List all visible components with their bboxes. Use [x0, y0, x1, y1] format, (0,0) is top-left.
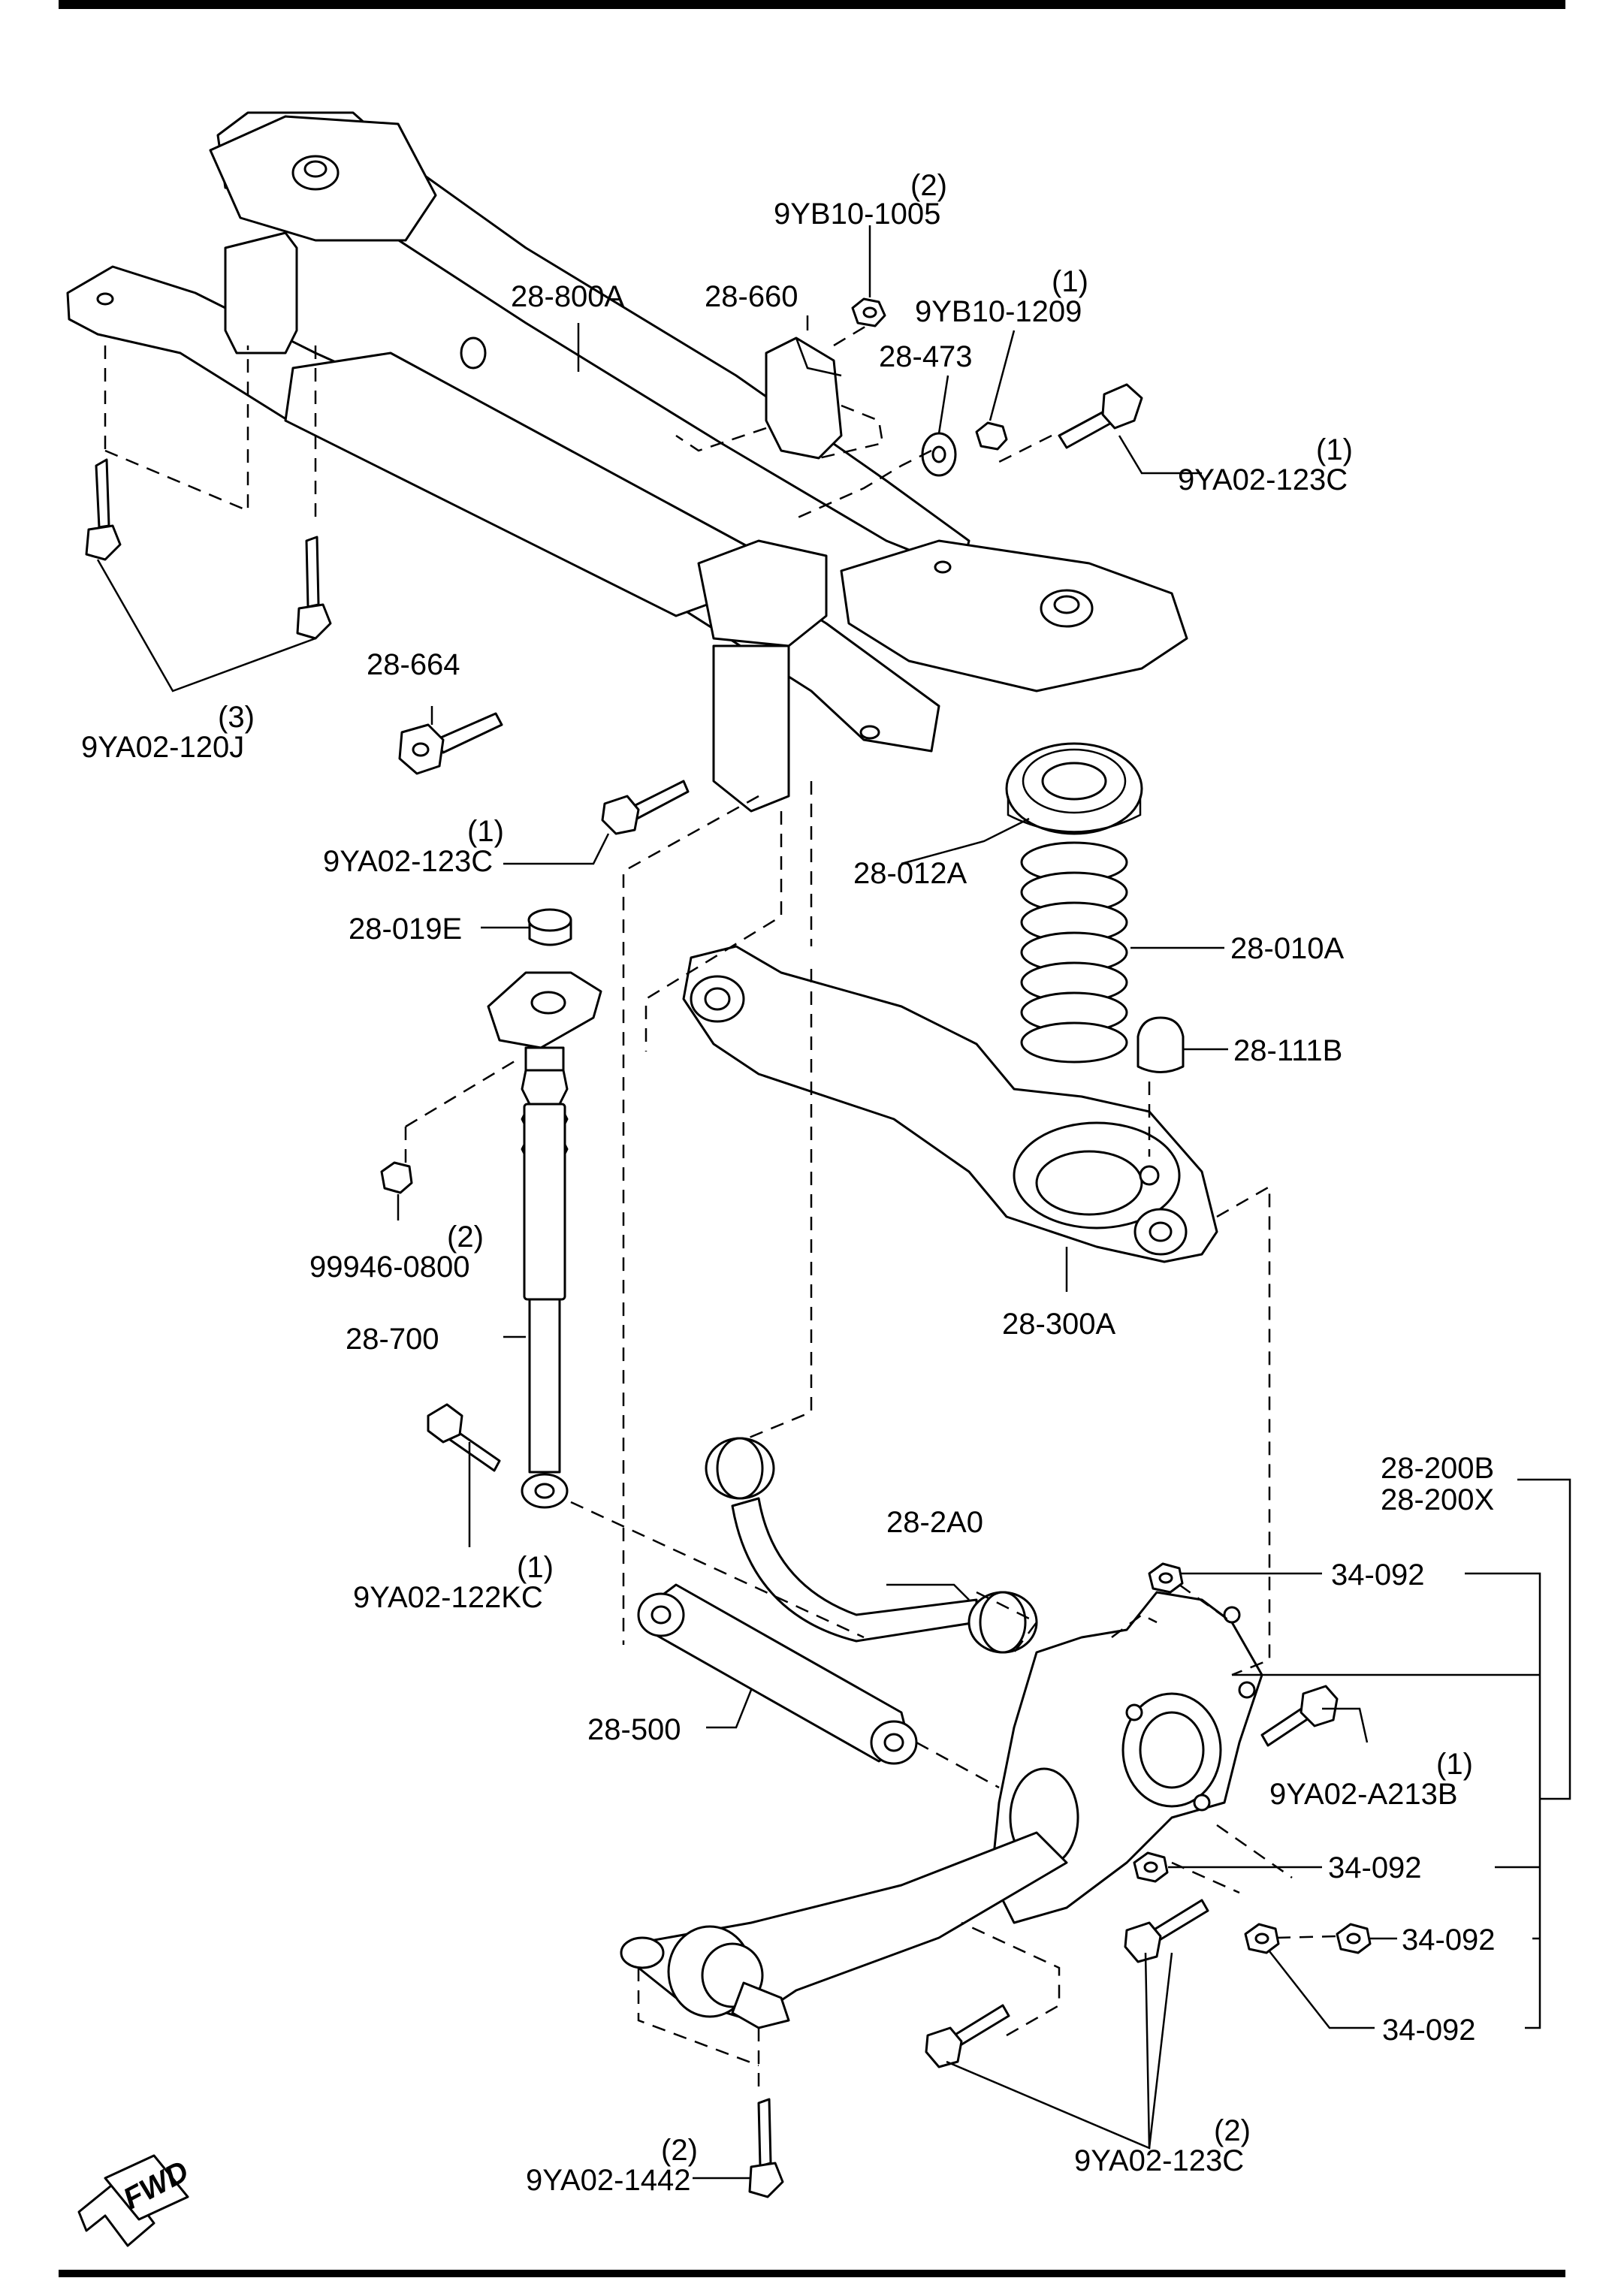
lower-arm-28-300A	[682, 945, 1218, 1263]
label-28-500: 28-500	[587, 1713, 681, 1746]
leader-lines	[96, 225, 1571, 2180]
bolt-9YA02-123C-mid	[601, 780, 690, 835]
bolt-9YA02-122KC	[427, 1403, 501, 1472]
label-28-012A: 28-012A	[853, 857, 967, 890]
qty-9YA02-A213B: (1)	[1436, 1748, 1473, 1781]
assembly-dashed-lines	[104, 321, 1338, 2095]
part-labels: (2) 9YB10-1005 28-800A 28-660 (1) 9YB10-…	[81, 169, 1496, 2197]
label-9YA02-1442: 9YA02-1442	[526, 2164, 690, 2197]
nut-34-092-d	[1244, 1923, 1280, 1954]
label-28-300A: 28-300A	[1002, 1308, 1116, 1341]
label-28-019E: 28-019E	[349, 913, 462, 946]
label-28-200X: 28-200X	[1381, 1483, 1494, 1516]
label-9YB10-1209: 9YB10-1209	[915, 295, 1082, 328]
qty-9YA02-123C-bot: (2)	[1214, 2114, 1251, 2147]
nut-34-092-a	[1148, 1562, 1184, 1594]
qty-99946-0800: (2)	[447, 1220, 484, 1254]
label-34-092-a: 34-092	[1331, 1558, 1425, 1592]
crossmember	[66, 111, 1188, 813]
bump-stop-28-111B	[1136, 1016, 1185, 1073]
coil-spring-28-010A	[1020, 841, 1128, 1064]
label-34-092-c: 34-092	[1402, 1923, 1496, 1957]
label-34-092-b: 34-092	[1328, 1851, 1422, 1884]
label-9YA02-123C-mid: 9YA02-123C	[323, 845, 493, 878]
qty-9YA02-123C-top: (1)	[1316, 433, 1353, 466]
label-28-660: 28-660	[705, 280, 798, 313]
top-border-bar	[59, 0, 1565, 9]
trailing-arm-link	[620, 1831, 1068, 2029]
label-28-111B: 28-111B	[1233, 1034, 1342, 1067]
label-28-200B: 28-200B	[1381, 1452, 1494, 1485]
bolt-9YA02-120J-right	[296, 536, 332, 640]
nut-34-092-c	[1336, 1923, 1372, 1954]
qty-9YA02-1442: (2)	[661, 2134, 698, 2167]
fwd-arrow-icon: FWD	[77, 2154, 194, 2247]
label-28-700: 28-700	[346, 1323, 439, 1356]
spring-seat-28-012A	[1005, 742, 1143, 835]
qty-9YB10-1005: (2)	[910, 169, 947, 202]
bolt-9YA02-120J-left	[85, 458, 122, 561]
washer-28-473	[921, 432, 957, 477]
nut-34-092-b	[1133, 1851, 1169, 1883]
spacer-28-019E	[527, 908, 572, 946]
bolt-28-664	[398, 712, 503, 775]
shock-absorber-28-700	[487, 971, 602, 1509]
bolt-9YA02-1442	[748, 2098, 784, 2198]
label-9YA02-120J: 9YA02-120J	[81, 731, 244, 764]
label-9YA02-A213B: 9YA02-A213B	[1269, 1778, 1458, 1811]
label-34-092-d: 34-092	[1382, 2014, 1476, 2047]
lateral-link-28-500	[637, 1583, 918, 1765]
label-99946-0800: 99946-0800	[309, 1251, 470, 1284]
bolt-9YA02-123C-bot-b	[925, 2004, 1010, 2068]
bolt-9YA02-123C-bot-a	[1124, 1899, 1209, 1963]
label-9YA02-123C-top: 9YA02-123C	[1178, 463, 1348, 496]
bolt-9YA02-A213B	[1260, 1685, 1339, 1747]
qty-9YA02-123C-mid: (1)	[467, 815, 504, 848]
label-28-800A: 28-800A	[511, 280, 625, 313]
qty-9YB10-1209: (1)	[1052, 265, 1088, 298]
bracket-28-660	[765, 336, 843, 460]
bolt-9YA02-123C-top	[1058, 383, 1143, 449]
label-28-010A: 28-010A	[1230, 932, 1345, 965]
qty-9YA02-120J: (3)	[218, 701, 255, 734]
label-9YB10-1005: 9YB10-1005	[774, 198, 940, 231]
label-9YA02-123C-bot: 9YA02-123C	[1074, 2144, 1244, 2177]
label-9YA02-122KC: 9YA02-122KC	[353, 1581, 543, 1614]
bottom-border-bar	[59, 2270, 1565, 2277]
label-28-2A0: 28-2A0	[886, 1506, 983, 1539]
nut-99946-0800	[380, 1161, 413, 1194]
upper-arm-28-2A0	[705, 1437, 1038, 1654]
label-28-473: 28-473	[879, 340, 973, 373]
nut-9YB10-1209	[975, 421, 1008, 451]
qty-9YA02-122KC: (1)	[517, 1551, 554, 1584]
label-28-664: 28-664	[367, 648, 460, 681]
nut-9YB10-1005	[851, 297, 886, 327]
